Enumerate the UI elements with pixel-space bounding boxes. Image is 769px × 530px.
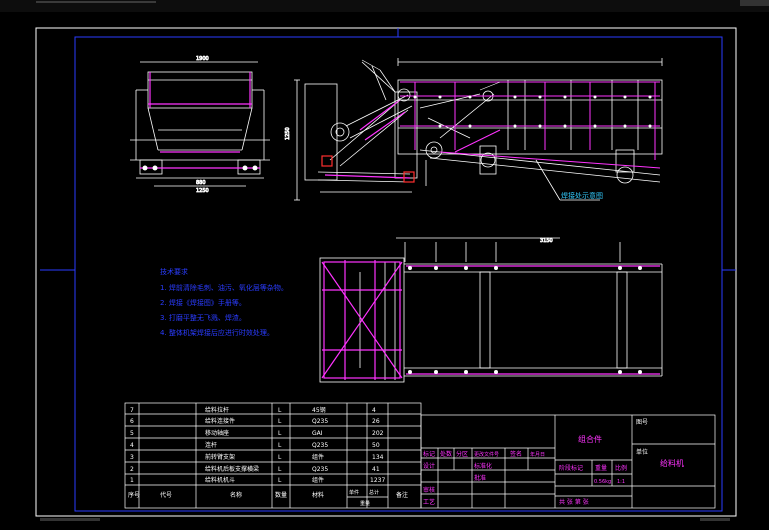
bom-header-unit: 单件 <box>349 489 359 496</box>
bom-header-remark: 备注 <box>396 491 408 499</box>
bom-qty: L <box>278 418 282 425</box>
bom-header-qty: 数量 <box>275 491 287 499</box>
note-item: 1. 焊前清除毛刺、油污、氧化层等杂物。 <box>160 283 288 292</box>
bom-no: 5 <box>130 430 134 437</box>
plan-view: 3150 <box>319 237 663 383</box>
bom-material: Q235 <box>312 466 328 473</box>
bom-qty: L <box>278 407 282 414</box>
bom-name: 给料机机斗 <box>205 476 235 484</box>
bom-name: 给料机后板支撑横梁 <box>205 465 259 473</box>
bom-weight: 4 <box>372 407 376 414</box>
notes-title: 技术要求 <box>160 267 188 276</box>
tb-std: 标准化 <box>474 462 492 470</box>
bom-qty: L <box>278 454 282 461</box>
bom-material: Q235 <box>312 442 328 449</box>
svg-text:1250: 1250 <box>196 188 209 194</box>
bom-header-material: 材料 <box>312 491 324 499</box>
note-item: 3. 打磨平整无飞溅、焊渣。 <box>160 313 246 322</box>
svg-text:1900: 1900 <box>196 56 209 62</box>
bom-header-name: 名称 <box>230 491 242 499</box>
bom-qty: L <box>278 477 282 484</box>
svg-text:3150: 3150 <box>540 238 553 244</box>
bom-material: 组件 <box>312 453 324 461</box>
note-item: 2. 焊接《焊接图》手册等。 <box>160 298 246 307</box>
bom-no: 6 <box>130 418 134 425</box>
side-view: 1250 <box>285 61 418 201</box>
elevation-view <box>397 58 663 186</box>
bom-weight: 202 <box>372 430 384 437</box>
front-view: 1900 880 1250 <box>130 56 270 194</box>
title-block <box>420 414 716 509</box>
bom-no: 3 <box>130 454 134 461</box>
callout-label: 焊接处示意图 <box>561 191 603 200</box>
tb-stage: 阶段标记 <box>559 464 583 472</box>
dim-left-label: 1250 <box>285 127 291 140</box>
bom-qty: L <box>278 466 282 473</box>
tb-review: 审核 <box>423 486 435 494</box>
tb-change-doc: 更改文件号 <box>474 451 499 458</box>
tb-unit: 单位 <box>636 448 648 456</box>
bom-qty: L <box>278 430 282 437</box>
bom-header-total: 总计 <box>369 489 379 496</box>
bom-header-no: 序号 <box>128 491 140 499</box>
bom-name: 连杆 <box>205 441 217 449</box>
bom-weight: 50 <box>372 442 380 449</box>
bom-no: 1 <box>130 477 134 484</box>
bom-no: 4 <box>130 442 134 449</box>
tb-designer: 设计 <box>423 462 435 470</box>
bom-material: 组件 <box>312 476 324 484</box>
tb-weight-val: 0.56kg <box>594 479 611 485</box>
tb-approve: 批准 <box>474 474 486 482</box>
bom-weight: 134 <box>372 454 384 461</box>
tb-scale: 比例 <box>615 464 627 472</box>
tb-sheets: 共 张 第 张 <box>559 498 589 506</box>
bom-name: 给料拉杆 <box>205 406 229 414</box>
bom-material: GAI <box>312 430 323 437</box>
note-item: 4. 整体机架焊接后应进行时效处理。 <box>160 328 274 337</box>
bom-weight: 26 <box>372 418 380 425</box>
bom-name: 给料连接件 <box>205 417 235 425</box>
bom-name: 前转臂支架 <box>205 453 235 461</box>
bom-name: 移动轴座 <box>205 429 229 437</box>
tb-craft: 工艺 <box>423 498 435 506</box>
tb-date: 年月日 <box>530 451 545 458</box>
tb-mark: 标记 <box>423 450 435 458</box>
tb-sign: 签名 <box>510 450 522 458</box>
tb-count: 处数 <box>440 450 452 458</box>
bom-no: 7 <box>130 407 134 414</box>
tb-scale-val: 1:1 <box>617 479 625 485</box>
outer-border <box>35 27 737 517</box>
bom-material: Q235 <box>312 418 328 425</box>
title-assembly: 组合件 <box>578 434 602 444</box>
svg-text:880: 880 <box>196 180 206 186</box>
tb-drawing-no: 图号 <box>636 419 648 426</box>
bom-qty: L <box>278 442 282 449</box>
bom-weight: 41 <box>372 466 380 473</box>
bom-weight: 1237 <box>370 477 385 484</box>
bom-header-weight: 重量 <box>360 500 370 507</box>
bom-no: 2 <box>130 466 134 473</box>
tb-zone: 分区 <box>456 450 468 458</box>
bom-material: 45钢 <box>312 406 326 414</box>
tb-weight: 重量 <box>595 464 607 472</box>
bom-header-code: 代号 <box>160 491 172 499</box>
title-product: 给料机 <box>660 458 684 468</box>
